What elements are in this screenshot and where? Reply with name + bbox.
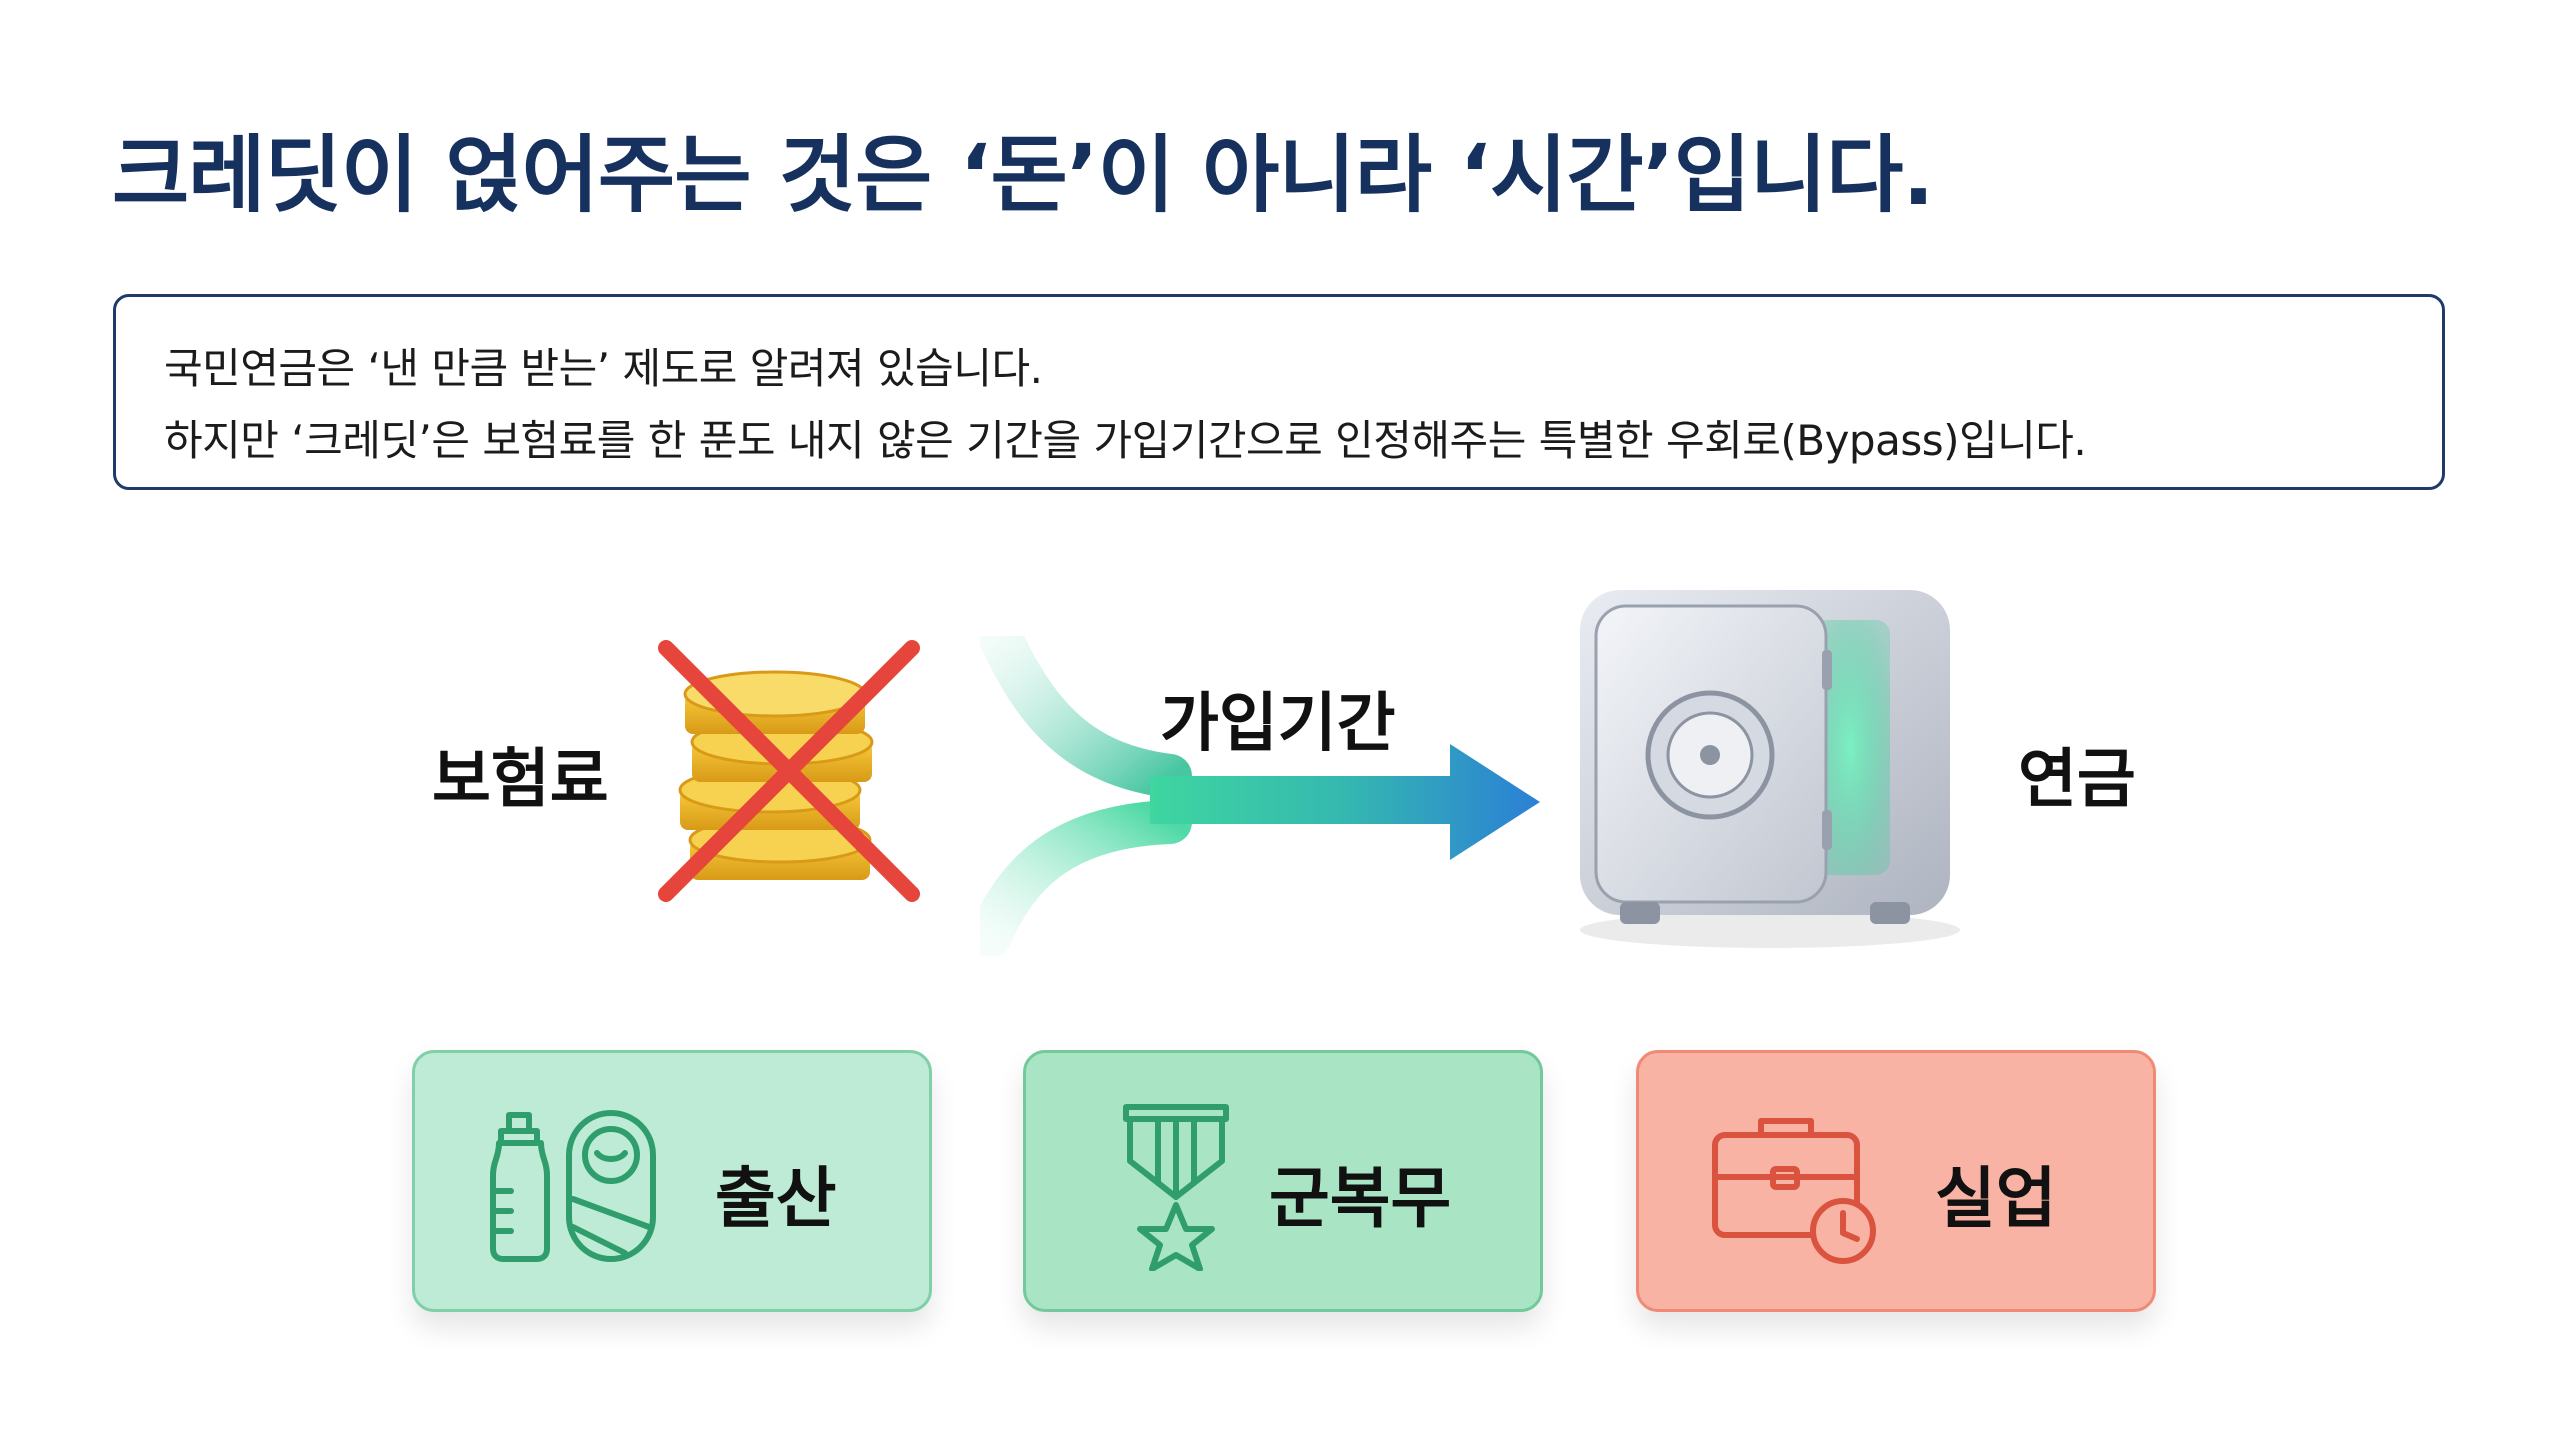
page-title: 크레딧이 얹어주는 것은 ‘돈’이 아니라 ‘시간’입니다.	[112, 126, 1934, 224]
baby-bottle-icon	[490, 1110, 656, 1262]
card-military-service: 군복무	[1023, 1050, 1543, 1312]
safe-icon	[1580, 590, 1960, 948]
info-line-1: 국민연금은 ‘낸 만큼 받는’ 제도로 알려져 있습니다.	[164, 344, 1043, 393]
cross-out-icon	[658, 640, 920, 902]
card-unemployment: 실업	[1636, 1050, 2156, 1312]
card-label-military-service: 군복무	[1269, 1160, 1452, 1237]
info-box: 국민연금은 ‘낸 만큼 받는’ 제도로 알려져 있습니다. 하지만 ‘크레딧’은…	[113, 294, 2445, 490]
medal-icon	[1123, 1104, 1229, 1271]
pension-label: 연금	[2018, 743, 2136, 817]
card-childbirth: 출산	[412, 1050, 932, 1312]
card-label-childbirth: 출산	[715, 1160, 837, 1237]
subscription-period-label: 가입기간	[1160, 687, 1396, 761]
info-line-2: 하지만 ‘크레딧’은 보험료를 한 푼도 내지 않은 기간을 가입기간으로 인정…	[164, 416, 2087, 465]
bypass-arrow-icon	[980, 636, 1540, 956]
credit-diagram: 보험료	[0, 560, 2560, 1000]
briefcase-clock-icon	[1712, 1118, 1876, 1264]
card-label-unemployment: 실업	[1935, 1160, 2057, 1237]
premium-label: 보험료	[432, 743, 609, 817]
